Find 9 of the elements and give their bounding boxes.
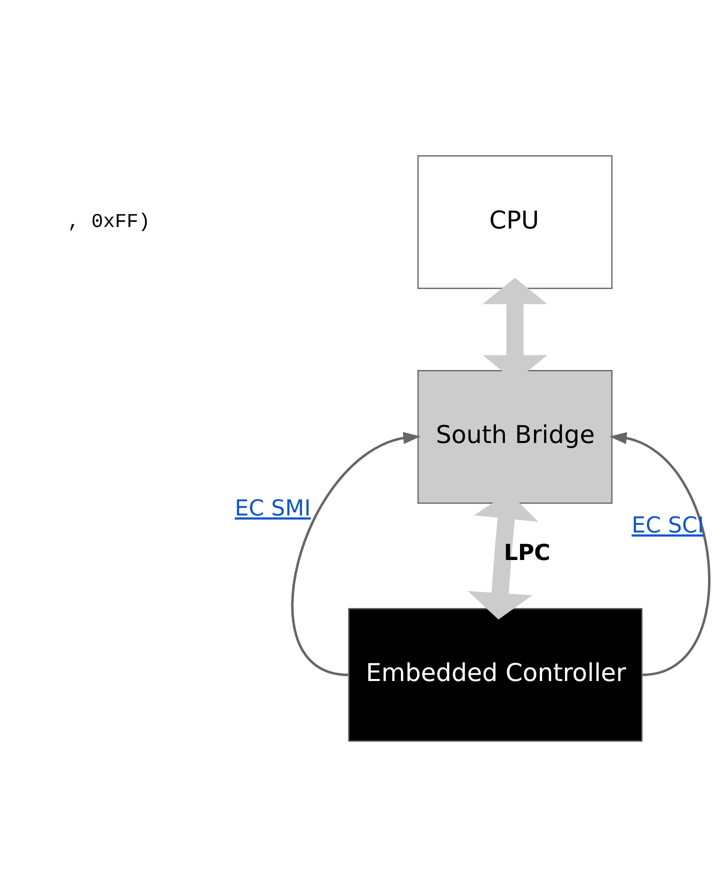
edge-label: EC SMI	[234, 496, 311, 521]
arrow	[609, 432, 710, 676]
edge-label: LPC	[504, 540, 550, 566]
edge-label: EC SCI	[632, 512, 704, 538]
label: , 0xFF)	[68, 210, 150, 232]
node-box: Embedded Controller	[348, 607, 643, 742]
arrow	[292, 431, 421, 676]
node-box: CPU	[417, 154, 612, 289]
node-box: South Bridge	[417, 369, 612, 504]
